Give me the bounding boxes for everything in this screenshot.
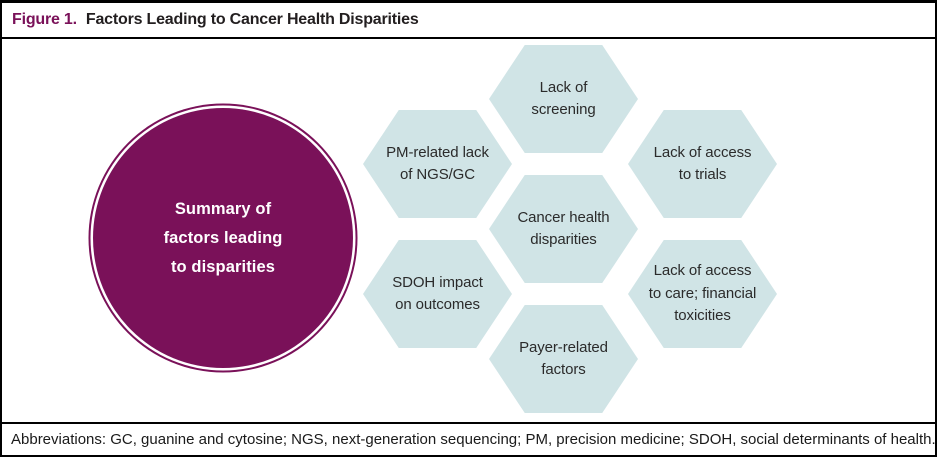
hexagon-label: Lack of screening <box>531 78 596 119</box>
hexagon-sdoh-impact-on-outcomes: SDOH impact on outcomes <box>363 240 512 348</box>
hexagon-lack-of-access-to-care: Lack of access to care; financial toxici… <box>628 240 777 348</box>
abbreviations-text: Abbreviations: GC, guanine and cytosine;… <box>11 431 936 448</box>
summary-circle: Summary of factors leading to disparitie… <box>93 108 353 368</box>
hexagon-label: Cancer health disparities <box>517 208 610 249</box>
hexagon-cancer-health-disparities: Cancer health disparities <box>489 175 638 283</box>
hexagon-label: Lack of access to trials <box>653 143 752 184</box>
figure-title: Factors Leading to Cancer Health Dispari… <box>85 11 419 28</box>
hexagon-label: Payer-related factors <box>519 338 608 379</box>
figure-header: Figure 1. Factors Leading to Cancer Heal… <box>2 3 935 39</box>
hexagon-label: Lack of access to care; financial toxici… <box>648 262 757 325</box>
hexagon-pm-related-lack: PM-related lack of NGS/GC <box>363 110 512 218</box>
hexagon-label: PM-related lack of NGS/GC <box>386 143 489 184</box>
hexagon-lack-of-access-to-trials: Lack of access to trials <box>628 110 777 218</box>
figure-number-label: Figure 1. <box>12 11 77 28</box>
figure-footer: Abbreviations: GC, guanine and cytosine;… <box>2 422 935 455</box>
diagram-area: Summary of factors leading to disparitie… <box>2 39 935 422</box>
hexagon-lack-of-screening: Lack of screening <box>489 45 638 153</box>
hexagon-label: SDOH impact on outcomes <box>392 273 483 314</box>
hexagon-payer-related-factors: Payer-related factors <box>489 305 638 413</box>
summary-circle-label: Summary of factors leading to disparitie… <box>163 199 283 276</box>
